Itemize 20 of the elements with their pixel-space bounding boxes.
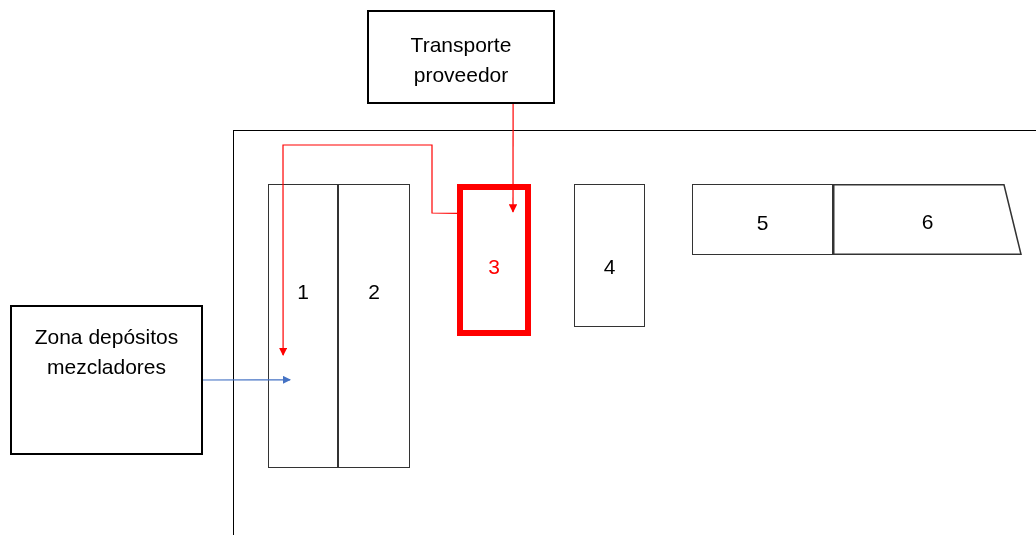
arrow <box>278 144 460 356</box>
label-box <box>10 305 203 455</box>
area-box <box>574 184 645 327</box>
area-number: 4 <box>603 254 616 280</box>
area-number: 1 <box>297 279 309 305</box>
area-number: 2 <box>368 279 380 305</box>
highlighted-area-box <box>457 184 531 336</box>
area-box <box>268 184 338 468</box>
area-box <box>692 184 833 255</box>
area-box <box>338 184 410 468</box>
area-box <box>833 184 1022 255</box>
label-box <box>367 10 555 104</box>
box-label: Zona depósitos mezcladores <box>33 324 180 380</box>
arrow <box>202 375 291 384</box>
area-number: 6 <box>921 209 934 235</box>
area-number: 3 <box>488 254 500 280</box>
arrow <box>508 103 518 213</box>
area-number: 5 <box>756 210 769 236</box>
box-label: Transporte proveedor <box>409 32 513 88</box>
plant-outline <box>233 130 1036 535</box>
